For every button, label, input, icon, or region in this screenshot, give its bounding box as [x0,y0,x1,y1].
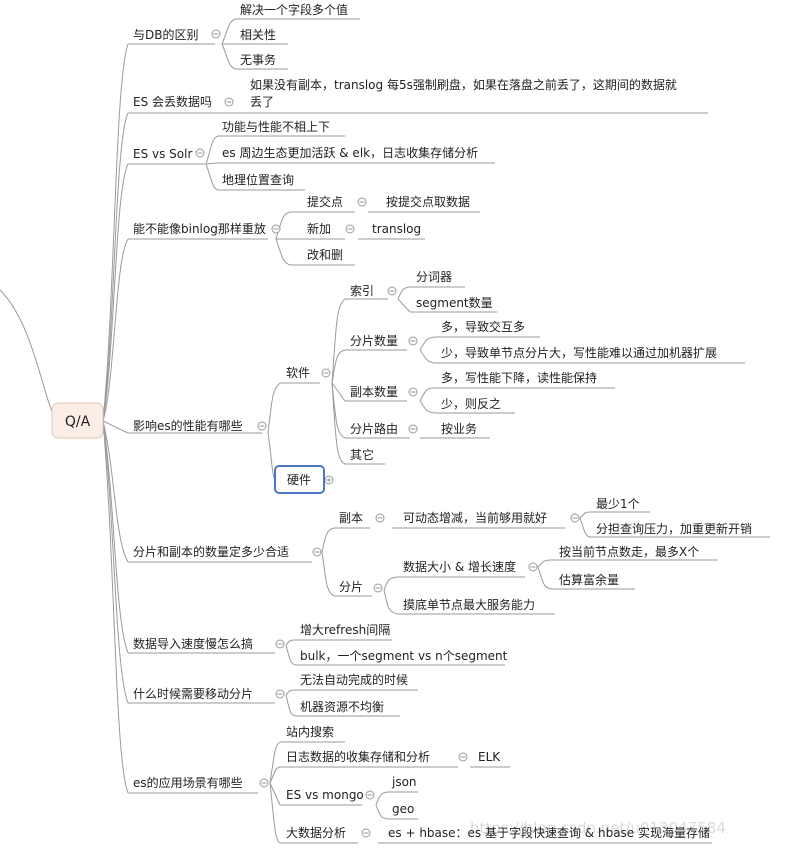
collapse-toggles[interactable] [195,29,580,838]
node-q6-replica-1a[interactable]: 最少1个 [596,497,640,511]
root-node[interactable]: Q/A [51,402,104,439]
collapse-icon[interactable] [211,29,221,39]
collapse-icon[interactable] [321,368,331,378]
node-q6-shard-1[interactable]: 数据大小 & 增长速度 [403,559,516,574]
node-q5-index-1[interactable]: 分词器 [416,270,452,284]
collapse-icon[interactable] [387,286,397,296]
root-connectors [0,43,129,794]
node-q6-replica[interactable]: 副本 [339,511,363,525]
node-q1[interactable]: 与DB的区别 [133,27,198,42]
node-q6-shard-2[interactable]: 摸底单节点最大服务能力 [403,597,535,612]
node-q3-c[interactable]: 地理位置查询 [222,172,294,187]
node-q5-replicas-2[interactable]: 少，则反之 [441,397,501,411]
node-q8-b[interactable]: 机器资源不均衡 [300,700,384,714]
node-q7[interactable]: 数据导入速度慢怎么搞 [133,636,253,651]
collapse-icon[interactable] [408,387,418,397]
node-q4[interactable]: 能不能像binlog那样重放 [133,221,266,236]
expand-icon[interactable] [324,475,334,485]
node-q9-c[interactable]: ES vs mongo [286,788,364,802]
collapse-icon[interactable] [357,197,367,207]
node-q6-replica-1[interactable]: 可动态增减，当前够用就好 [403,510,547,525]
node-q9-c1[interactable]: json [391,775,417,789]
node-q4-a1[interactable]: 按提交点取数据 [386,194,470,209]
collapse-icon[interactable] [408,424,418,434]
node-q5-routing-1[interactable]: 按业务 [441,421,477,436]
node-q9[interactable]: es的应用场景有哪些 [133,775,243,790]
collapse-icon[interactable] [373,583,383,593]
node-q4-c[interactable]: 改和删 [307,248,343,262]
node-q3-a[interactable]: 功能与性能不相上下 [222,120,330,134]
node-q5-shards-2[interactable]: 少，导致单节点分片大，写性能难以通过加机器扩展 [441,346,717,360]
node-q5-other[interactable]: 其它 [350,447,374,462]
node-q5-shards-1[interactable]: 多，导致交互多 [441,319,525,334]
collapse-icon[interactable] [361,828,371,838]
branch-underlines [128,18,770,844]
node-q5-index[interactable]: 索引 [350,284,374,298]
node-q9-b1[interactable]: ELK [478,750,501,764]
collapse-icon[interactable] [275,639,285,649]
collapse-icon[interactable] [375,513,385,523]
node-q5-shards[interactable]: 分片数量 [350,333,398,348]
node-labels: 与DB的区别 解决一个字段多个值 相关性 无事务 ES 会丢数据吗 如果没有副本… [133,2,752,840]
node-q6-shard-1b[interactable]: 估算富余量 [559,572,619,587]
node-q1-c[interactable]: 无事务 [240,52,276,67]
node-q1-a[interactable]: 解决一个字段多个值 [240,2,348,17]
node-q6-shard-1a[interactable]: 按当前节点数走，最多X个 [559,544,699,559]
collapse-icon[interactable] [259,778,269,788]
node-q8-a[interactable]: 无法自动完成的时候 [300,672,408,687]
node-q6-shard[interactable]: 分片 [339,580,363,594]
node-q6-replica-1b[interactable]: 分担查询压力，加重更新开销 [596,521,752,536]
node-q9-b[interactable]: 日志数据的收集存储和分析 [286,749,430,764]
collapse-icon[interactable] [345,224,355,234]
collapse-icon[interactable] [528,562,538,572]
watermark-text: https://blog.csdn.net/u013047584 [470,819,726,837]
collapse-icon[interactable] [570,513,580,523]
node-q3-b[interactable]: es 周边生态更加活跃 & elk，日志收集存储分析 [222,145,478,160]
node-q5-index-2[interactable]: segment数量 [416,295,493,310]
node-q5-software[interactable]: 软件 [286,366,310,380]
collapse-icon[interactable] [275,689,285,699]
node-q5-hardware[interactable]: 硬件 [287,473,311,487]
node-q4-b[interactable]: 新加 [307,221,331,236]
node-q5-replicas[interactable]: 副本数量 [350,384,398,399]
node-q2-a-line1[interactable]: 如果没有副本，translog 每5s强制刷盘，如果在落盘之前丢了，这期间的数据… [250,77,677,92]
collapse-icon[interactable] [365,790,375,800]
node-q6[interactable]: 分片和副本的数量定多少合适 [133,544,289,559]
node-q1-b[interactable]: 相关性 [240,28,276,42]
node-q7-a[interactable]: 增大refresh间隔 [300,623,390,637]
collapse-icon[interactable] [408,336,418,346]
node-q9-d1[interactable]: es + hbase：es 基于字段快速查询 & hbase 实现海量存储 [388,825,710,840]
collapse-icon[interactable] [458,752,468,762]
node-q7-b[interactable]: bulk，一个segment vs n个segment [300,649,508,663]
node-q5-routing[interactable]: 分片路由 [350,421,398,436]
node-q5-replicas-1[interactable]: 多，写性能下降，读性能保持 [441,370,597,385]
collapse-icon[interactable] [312,547,322,557]
node-q9-a[interactable]: 站内搜索 [286,724,334,739]
node-q9-d[interactable]: 大数据分析 [286,825,346,840]
node-q4-b1[interactable]: translog [372,222,421,236]
node-q4-a[interactable]: 提交点 [307,194,343,209]
node-q8[interactable]: 什么时候需要移动分片 [133,687,253,701]
node-q5[interactable]: 影响es的性能有哪些 [133,418,243,433]
collapse-icon[interactable] [271,224,281,234]
node-q2-a-line2[interactable]: 丢了 [250,95,274,109]
collapse-icon[interactable] [195,148,205,158]
node-q3[interactable]: ES vs Solr [133,147,192,161]
collapse-icon[interactable] [224,97,234,107]
root-label: Q/A [65,414,91,430]
node-q2[interactable]: ES 会丢数据吗 [133,94,212,109]
node-q9-c2[interactable]: geo [392,802,414,816]
selected-node-highlight[interactable] [274,465,325,494]
collapse-icon[interactable] [257,421,267,431]
